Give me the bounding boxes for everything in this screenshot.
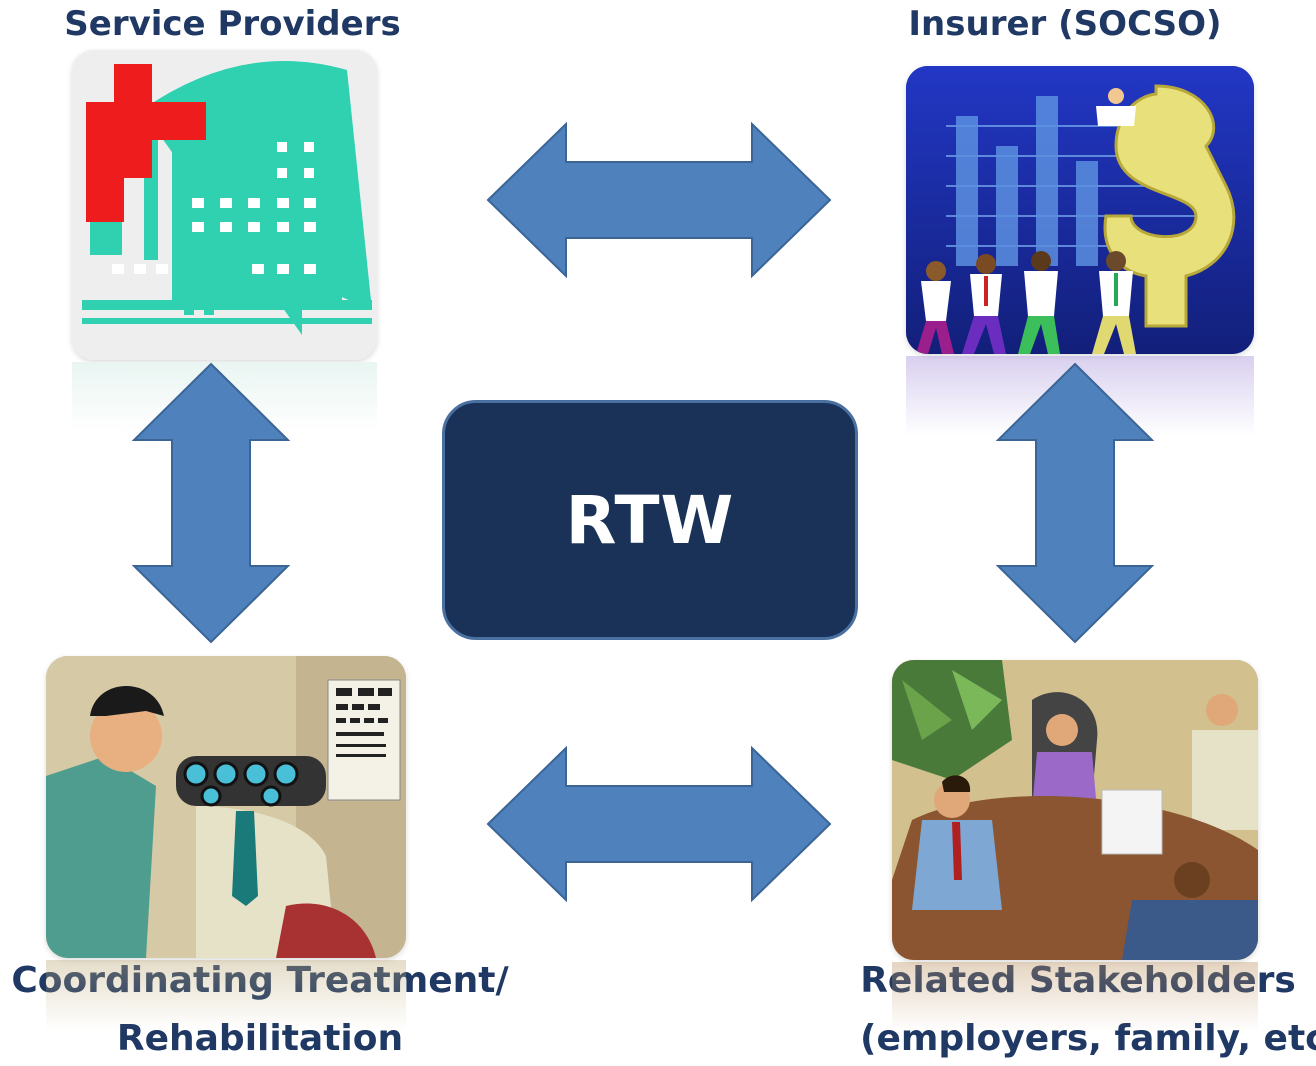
rtw-center-box: RTW — [442, 400, 858, 640]
service-providers-label: Service Providers — [64, 4, 401, 44]
stakeholders-label-line1: Related Stakeholders — [860, 960, 1296, 1001]
stakeholders-label-line2: (employers, family, etc — [860, 1018, 1316, 1059]
double-arrow-left-vertical — [132, 362, 290, 644]
hospital-building-icon — [72, 50, 377, 360]
double-arrow-top-horizontal — [486, 122, 832, 278]
coordinating-label-line2: Rehabilitation — [116, 1018, 404, 1059]
business-chart-dollar-icon — [906, 66, 1254, 354]
rtw-label: RTW — [565, 481, 735, 559]
meeting-table-icon — [892, 660, 1258, 960]
double-arrow-right-vertical — [996, 362, 1154, 644]
insurer-label: Insurer (SOCSO) — [908, 4, 1222, 44]
eye-examination-icon — [46, 656, 406, 958]
coordinating-label-line1: Coordinating Treatment/ — [11, 960, 509, 1001]
double-arrow-bottom-horizontal — [486, 746, 832, 902]
